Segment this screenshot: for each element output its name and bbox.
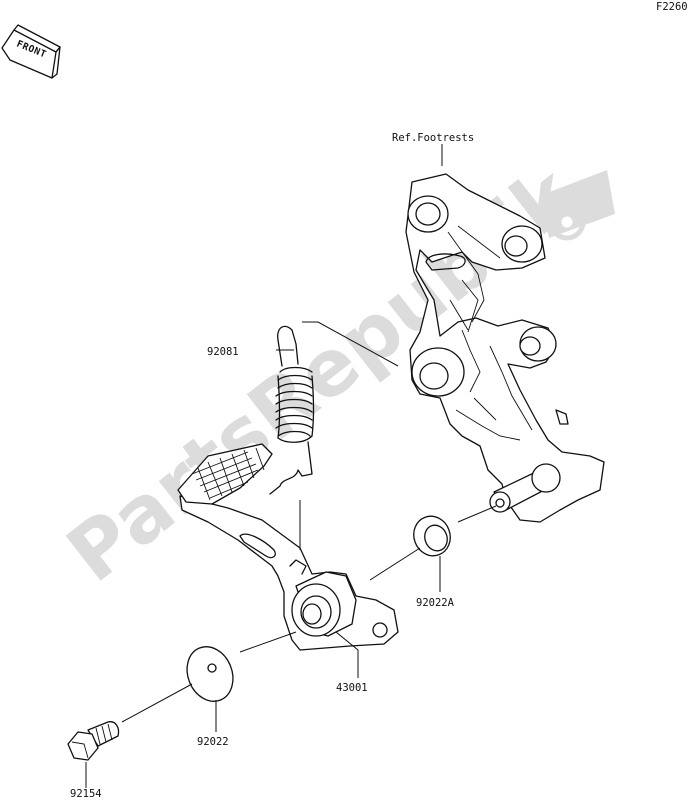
part-labels: Ref.Footrests 92081 92022A 43001 92022 9… [70, 132, 474, 800]
label-43001: 43001 [336, 682, 368, 694]
watermark-gear-icon [539, 170, 615, 241]
brake-pedal [177, 443, 399, 651]
watermark: PartsRepublik [51, 149, 615, 600]
bolt-92154 [67, 721, 120, 761]
label-92081: 92081 [207, 346, 239, 358]
front-direction-icon: FRONT [1, 24, 61, 79]
label-92022a: 92022A [416, 597, 455, 609]
washer-92022 [186, 646, 234, 702]
label-ref-footrests: Ref.Footrests [392, 132, 474, 144]
figure-code: F2260 [656, 1, 688, 13]
footrest-bracket [405, 173, 605, 523]
footpad-grip-pattern [191, 447, 265, 501]
washer-92022a [413, 515, 451, 557]
label-92022: 92022 [197, 736, 229, 748]
return-spring [269, 325, 315, 495]
leader-lines [85, 144, 497, 788]
label-92154: 92154 [70, 788, 102, 800]
